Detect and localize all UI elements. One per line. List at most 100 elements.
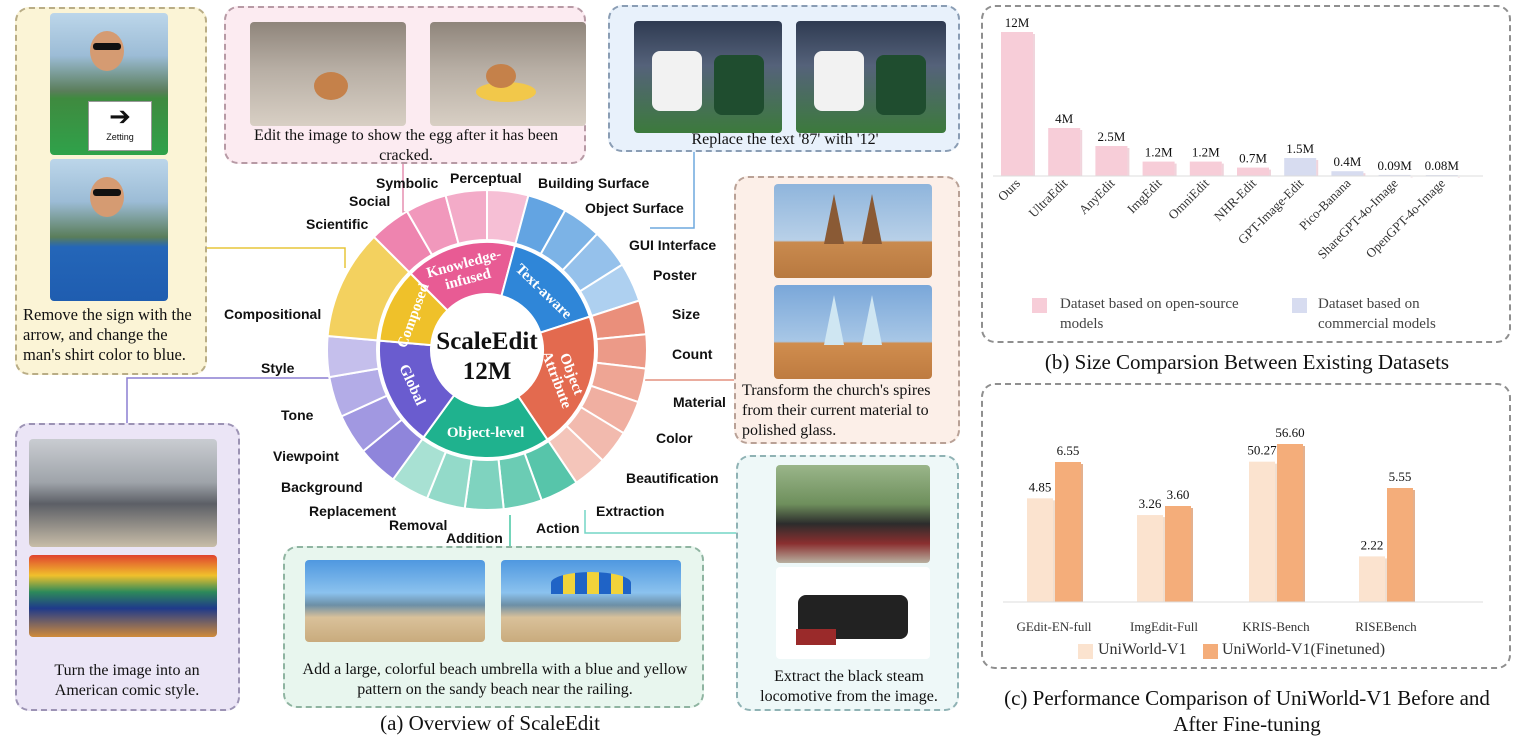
label-extraction: Extraction — [596, 503, 665, 519]
size-value-label-8: 0.09M — [1377, 158, 1412, 173]
size-category-label-2: AnyEdit — [1076, 175, 1118, 217]
size-category-label-0: Ours — [995, 176, 1023, 204]
size-bar-3 — [1142, 161, 1175, 176]
perf-bar-shade-3-0 — [1385, 558, 1387, 602]
legend-commercial-swatch — [1292, 298, 1307, 313]
perf-bar-shade-1-0 — [1163, 517, 1165, 602]
legend-commercial-label: Dataset based on commercial models — [1318, 296, 1436, 332]
perf-bar-shade-2-0 — [1275, 463, 1277, 602]
wheel-outer-global-3 — [326, 334, 380, 379]
perf-category-label-3: RISEBench — [1355, 619, 1417, 634]
comic-caption: Turn the image into an American comic st… — [54, 662, 200, 699]
street-original-image — [29, 439, 217, 547]
size-bar-shade-3 — [1174, 163, 1177, 176]
perf-bar-3-0 — [1359, 556, 1385, 602]
label-background: Background — [281, 479, 363, 495]
perf-bar-shade-1-1 — [1191, 508, 1193, 602]
perf-value-label-1-1: 3.60 — [1167, 487, 1190, 502]
size-comparison-caption: (b) Size Comparsion Between Existing Dat… — [1044, 350, 1450, 374]
size-bar-shade-9 — [1457, 177, 1460, 178]
legend-base-label: UniWorld-V1 — [1098, 641, 1187, 658]
church-edited-image — [774, 285, 932, 379]
example-comic-panel: Turn the image into an American comic st… — [15, 423, 240, 711]
wheel-center-title: ScaleEdit — [436, 328, 538, 355]
legend-base-swatch — [1078, 644, 1093, 659]
example-egg-panel: Edit the image to show the egg after it … — [224, 6, 586, 164]
perf-value-label-2-1: 56.60 — [1275, 425, 1304, 440]
label-removal: Removal — [389, 517, 448, 533]
size-category-label-4: OmniEdit — [1165, 175, 1212, 222]
size-value-label-2: 2.5M — [1097, 129, 1125, 144]
perf-bar-0-1 — [1055, 462, 1081, 602]
perf-bar-3-1 — [1387, 488, 1413, 602]
label-beautification: Beautification — [626, 470, 719, 486]
size-category-label-8: ShareGPT-4o-Image — [1314, 175, 1401, 262]
size-category-label-1: UltraEdit — [1025, 175, 1070, 220]
perf-category-label-0: GEdit-EN-full — [1016, 619, 1091, 634]
umbrella-caption: Add a large, colorful beach umbrella wit… — [302, 661, 688, 698]
perf-bar-1-0 — [1137, 515, 1163, 602]
label-poster: Poster — [653, 267, 697, 283]
wheel-center — [431, 294, 543, 406]
size-bar-7 — [1331, 171, 1364, 176]
size-value-label-9: 0.08M — [1425, 158, 1460, 173]
legend-finetuned-label: UniWorld-V1(Finetuned) — [1222, 641, 1386, 658]
church-caption: Transform the church's spires from their… — [742, 382, 931, 439]
label-action: Action — [536, 520, 580, 536]
perf-bar-shade-3-1 — [1413, 490, 1415, 602]
label-replacement: Replacement — [309, 503, 397, 519]
label-size: Size — [672, 306, 701, 322]
perf-value-label-2-0: 50.27 — [1247, 443, 1277, 458]
perf-value-label-0-0: 4.85 — [1029, 479, 1052, 494]
remove-sign-caption: Remove the sign with the arrow, and chan… — [23, 305, 192, 364]
train-extracted-image — [776, 567, 930, 659]
label-building-surface: Building Surface — [538, 175, 650, 191]
perf-value-label-3-1: 5.55 — [1389, 469, 1412, 484]
label-color: Color — [656, 430, 693, 446]
label-tone: Tone — [281, 407, 314, 423]
size-bar-shade-6 — [1316, 160, 1319, 176]
size-bar-1 — [1048, 128, 1081, 176]
wheel-center-count: 12M — [462, 358, 512, 385]
size-comparison-chart: 12MOurs4MUltraEdit2.5MAnyEdit1.2MImgEdit… — [993, 15, 1483, 262]
size-bar-shade-4 — [1221, 163, 1224, 176]
arrow-sign: ➔ Zetting — [88, 101, 152, 151]
egg-cracked-image — [430, 22, 586, 126]
size-value-label-6: 1.5M — [1286, 141, 1314, 156]
size-value-label-5: 0.7M — [1239, 151, 1267, 166]
label-count: Count — [672, 346, 713, 362]
label-scientific: Scientific — [306, 216, 369, 232]
performance-panel — [981, 383, 1511, 669]
size-category-label-5: NHR-Edit — [1211, 175, 1260, 224]
label-compositional: Compositional — [224, 306, 322, 322]
label-perceptual: Perceptual — [450, 170, 522, 186]
street-comic-image — [29, 555, 217, 637]
train-original-image — [776, 465, 930, 563]
perf-category-label-2: KRIS-Bench — [1242, 619, 1310, 634]
egg-caption: Edit the image to show the egg after it … — [254, 127, 558, 164]
football-caption: Replace the text '87' with '12' — [691, 131, 879, 148]
legend-finetuned-swatch — [1203, 644, 1218, 659]
perf-bar-2-0 — [1249, 461, 1275, 602]
perf-bar-2-1 — [1277, 444, 1303, 602]
sign-text: Zetting — [106, 132, 134, 142]
perf-value-label-0-1: 6.55 — [1057, 443, 1080, 458]
size-bar-shade-2 — [1127, 148, 1130, 176]
football-edited-image — [796, 21, 946, 133]
size-value-label-0: 12M — [1005, 15, 1030, 30]
size-value-label-3: 1.2M — [1145, 145, 1173, 160]
example-church-panel: Transform the church's spires from their… — [734, 176, 960, 444]
size-bar-6 — [1284, 158, 1317, 176]
size-bar-4 — [1189, 161, 1222, 176]
size-bar-shade-0 — [1033, 34, 1035, 176]
perf-value-label-1-0: 3.26 — [1139, 496, 1162, 511]
label-social: Social — [349, 193, 391, 209]
label-symbolic: Symbolic — [376, 175, 439, 191]
size-bar-shade-1 — [1080, 130, 1083, 176]
performance-chart: 4.856.55GEdit-EN-full3.263.60ImgEdit-Ful… — [1003, 425, 1483, 634]
perf-bar-shade-0-1 — [1081, 464, 1083, 602]
wheel-category-label-3: Object-level — [447, 425, 524, 441]
selfie-original-image: ➔ Zetting — [50, 13, 168, 155]
label-material: Material — [673, 394, 726, 410]
